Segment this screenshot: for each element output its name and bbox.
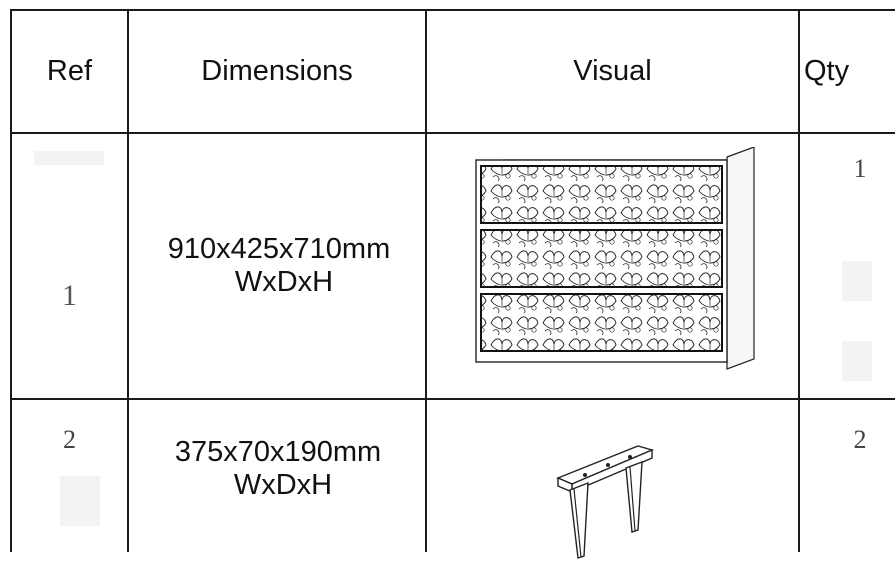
row-ref: 1 (62, 279, 77, 312)
row-divider (12, 398, 895, 400)
header-ref: Ref (46, 55, 93, 87)
row-ref: 2 (63, 425, 76, 454)
row-qty: 2 (853, 425, 867, 454)
parts-table: Ref Dimensions Visual Qty 1 910x425x710m… (10, 9, 895, 559)
row-dimensions: 375x70x190mm WxDxH (129, 400, 427, 550)
dimension-order: WxDxH (233, 469, 333, 501)
column-divider (425, 11, 427, 552)
header-qty: Qty (804, 55, 850, 87)
row-qty: 1 (853, 154, 867, 183)
row-divider (12, 132, 895, 134)
row-dimensions: 910x425x710mm WxDxH (129, 134, 429, 398)
three-drawer-chest-icon (427, 134, 798, 398)
dimensions-value: 375x70x190mm (174, 436, 382, 468)
column-divider (798, 11, 800, 552)
dimensions-value: 910x425x710mm (167, 233, 391, 265)
bench-leg-bracket-icon (427, 400, 798, 559)
header-visual: Visual (573, 55, 652, 87)
header-dimensions: Dimensions (201, 55, 353, 87)
dimension-order: WxDxH (234, 266, 334, 298)
column-divider (127, 11, 129, 552)
